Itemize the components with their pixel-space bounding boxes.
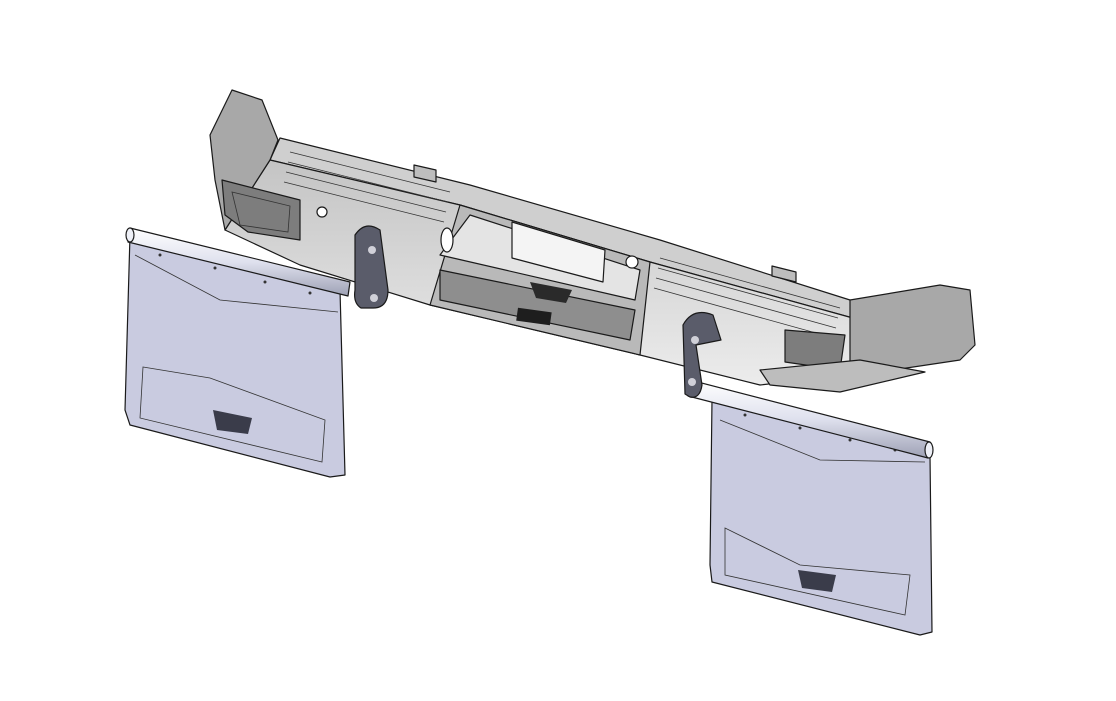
vent-slats-right xyxy=(653,257,841,339)
mount-bracket-right xyxy=(682,312,722,398)
vent-slats-left xyxy=(283,151,451,223)
bumper-logo-upper xyxy=(530,282,572,303)
mud-flap-bar-left xyxy=(125,227,351,297)
bumper-body xyxy=(224,137,861,386)
bumper-wing-left xyxy=(209,89,301,241)
mud-flap-left xyxy=(124,234,346,478)
mount-bracket-left xyxy=(354,225,389,309)
bumper-wing-right xyxy=(759,284,976,393)
bumper-logo-lower xyxy=(516,307,552,326)
mud-flap-right xyxy=(709,399,933,636)
